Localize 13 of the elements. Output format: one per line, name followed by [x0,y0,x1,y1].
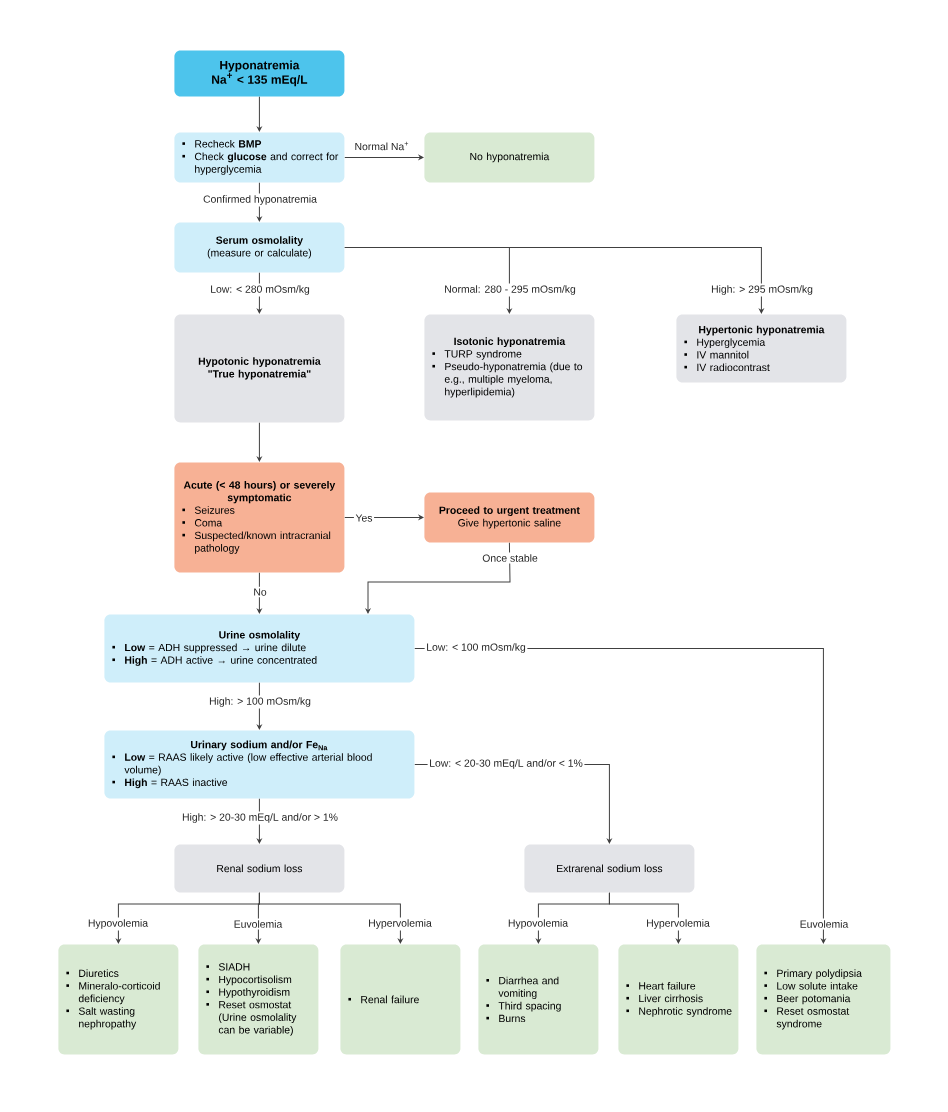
arrow [608,892,681,944]
arrow [257,572,262,614]
arrow [365,542,511,614]
arrow [257,682,262,730]
arrow [257,798,262,844]
arrow [344,246,764,314]
arrow [258,892,403,944]
arrow [257,182,262,222]
arrow [257,422,262,462]
arrow [257,96,262,132]
arrow [344,155,424,160]
arrow [344,515,424,520]
arrow [257,272,262,314]
